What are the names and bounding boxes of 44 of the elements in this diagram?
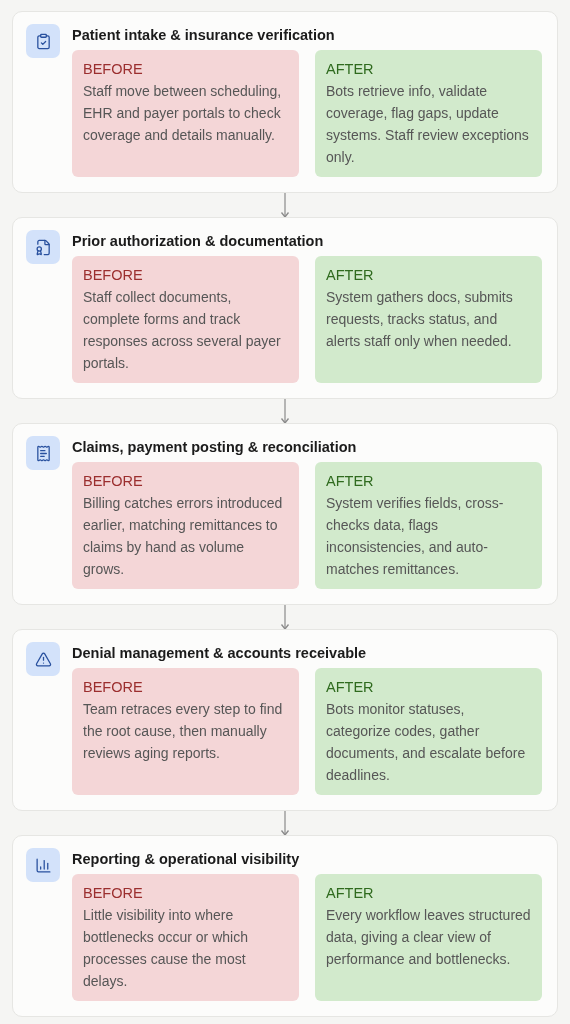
comparison-panel: [72, 874, 299, 1001]
panel-heading: AFTER: [326, 884, 375, 903]
comparison-panel: [315, 668, 542, 795]
stage-card: [12, 217, 558, 399]
panel-text: Staff collect documents, complete forms and track responses across several payer portals.: [83, 288, 282, 373]
comparison-panel: [72, 462, 299, 589]
comparison-panel: [315, 874, 542, 1001]
panel-heading: BEFORE: [83, 472, 144, 491]
comparison-panel: [72, 50, 299, 177]
panel-text: Every workflow leaves structured data, giving a clear view of performance and bottlenecks.: [326, 906, 532, 969]
arrow: [280, 810, 290, 836]
panel-text: Staff move between scheduling, EHR and payer portals to check coverage and details manually.: [83, 82, 283, 145]
panel-text: Bots retrieve info, validate coverage, flag gaps, update systems. Staff review exceptions only.: [326, 82, 530, 167]
panel-heading: BEFORE: [83, 60, 144, 79]
panel-heading: BEFORE: [83, 884, 144, 903]
comparison-panel: [72, 256, 299, 383]
panel-text: Bots monitor statuses, categorize codes, gather documents, and escalate before deadlines.: [326, 700, 527, 785]
panel-text: Little visibility into where bottlenecks occur or which processes cause the most delays.: [83, 906, 249, 991]
panel-text: Team retraces every step to find the root cause, then manually reviews aging reports.: [83, 700, 284, 763]
panel-heading: AFTER: [326, 266, 375, 285]
comparison-panel: [315, 256, 542, 383]
comparison-panel: [315, 462, 542, 589]
panel-heading: AFTER: [326, 678, 375, 697]
stage-title: Reporting & operational visibility: [72, 850, 301, 869]
comparison-panel: [72, 668, 299, 795]
comparison-panel: [315, 50, 542, 177]
stage-card: [12, 11, 558, 193]
arrow: [280, 398, 290, 424]
stage-title: Prior authorization & documentation: [72, 232, 325, 251]
stage-card: [12, 629, 558, 811]
panel-heading: BEFORE: [83, 266, 144, 285]
panel-heading: AFTER: [326, 472, 375, 491]
stage-title: Denial management & accounts receivable: [72, 644, 368, 663]
stage-card: [12, 835, 558, 1017]
panel-text: Billing catches errors introduced earlier, matching remittances to claims by hand as volume grows.: [83, 494, 284, 579]
panel-heading: AFTER: [326, 60, 375, 79]
panel-text: System verifies fields, cross-checks data, flags inconsistencies, and auto-matches remittances.: [326, 494, 505, 579]
panel-heading: BEFORE: [83, 678, 144, 697]
arrow: [280, 604, 290, 630]
arrow: [280, 192, 290, 218]
stage-title: Claims, payment posting & reconciliation: [72, 438, 358, 457]
stage-title: Patient intake & insurance verification: [72, 26, 336, 45]
panel-text: System gathers docs, submits requests, tracks status, and alerts staff only when needed.: [326, 288, 514, 351]
stage-card: [12, 423, 558, 605]
